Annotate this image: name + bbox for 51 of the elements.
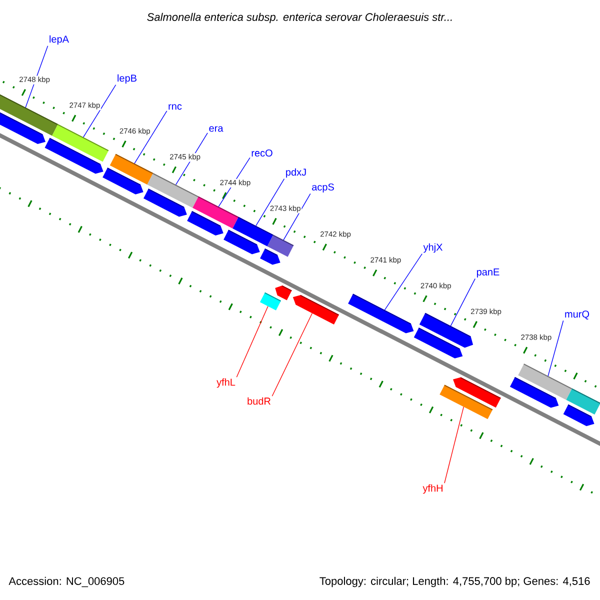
- gene-block: [348, 294, 414, 334]
- footer-text: Accession: NC_006905: [8, 576, 124, 588]
- gene-block: [187, 211, 224, 236]
- leader-line: [236, 306, 268, 378]
- gene-block: [144, 188, 187, 217]
- gene-block: [518, 364, 572, 400]
- leader-line: [25, 46, 48, 108]
- gene-label: yhjX: [423, 243, 443, 253]
- gene-block: [260, 248, 280, 265]
- gene-label: acpS: [312, 183, 334, 193]
- gene-label: era: [209, 126, 224, 132]
- gene-block: [224, 230, 260, 254]
- gene-block: [44, 138, 104, 174]
- gene-block: [192, 196, 239, 228]
- gene-label: budR: [248, 397, 270, 405]
- title: Salmonella enterica subsp. enterica serovar Choleraesuis str...: [147, 12, 452, 24]
- gene-block: [275, 286, 292, 300]
- leader-line: [256, 178, 285, 226]
- gene-label: panE: [476, 268, 500, 278]
- gene-block: [147, 173, 199, 208]
- footer-text: Topology: circular; Length: 4,755,700 bp; Genes: 4,516: [320, 576, 590, 588]
- gene-label: lepA: [50, 35, 69, 45]
- gene-block: [232, 216, 274, 246]
- gene-block: [102, 168, 144, 194]
- leader-line: [444, 406, 464, 484]
- gene-block: [510, 376, 559, 408]
- gene-block: [563, 404, 594, 426]
- gene-label: yfhL: [216, 378, 236, 388]
- gene-block: [566, 388, 600, 415]
- gene-block: [260, 292, 282, 310]
- gene-block: [419, 312, 474, 348]
- leader-line: [134, 110, 168, 164]
- gene-block: [267, 234, 294, 257]
- gene-label: recO: [252, 149, 272, 157]
- leader-line: [450, 278, 476, 326]
- gene-block: [110, 154, 154, 185]
- leader-line: [548, 320, 564, 376]
- gene-label: pdxJ: [286, 168, 306, 178]
- gene-block: [414, 328, 463, 358]
- gene-label: yfhH: [422, 484, 442, 494]
- gene-block: [453, 377, 502, 408]
- gene-block: [292, 294, 340, 324]
- leader-line: [83, 84, 116, 138]
- leader-line: [384, 254, 422, 310]
- gene-label: rnc: [168, 104, 182, 110]
- leader-line: [272, 312, 313, 396]
- gene-block: [440, 384, 493, 420]
- leader-line: [283, 193, 311, 240]
- gene-block: [52, 124, 109, 162]
- gene-label: murQ: [565, 310, 590, 320]
- gene-label: lepB: [118, 74, 136, 84]
